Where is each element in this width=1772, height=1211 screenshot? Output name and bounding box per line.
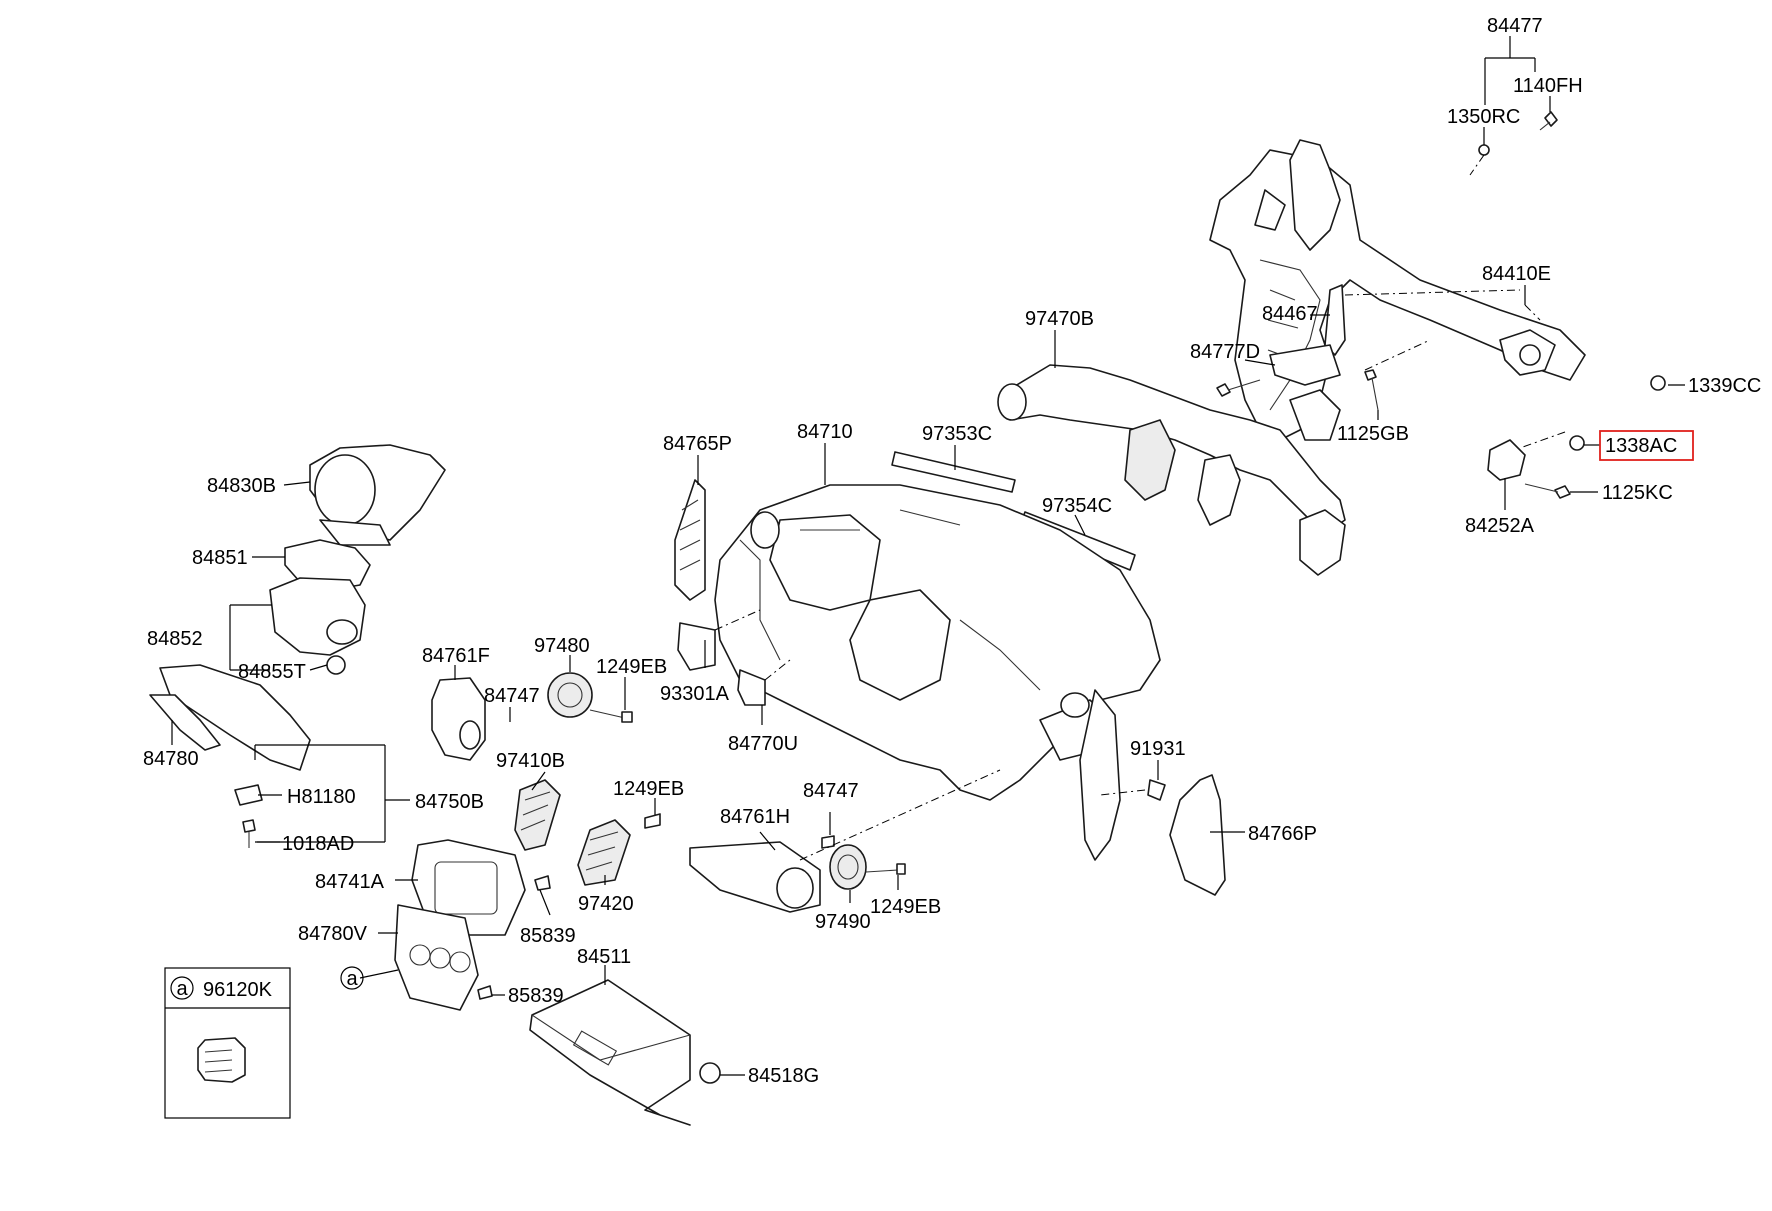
label-84830b: 84830B	[207, 475, 276, 497]
switch-bracket-drawing	[677, 622, 716, 671]
lower-panel-drawing	[149, 664, 311, 771]
callout-a: a	[340, 966, 364, 990]
label-97410b: 97410B	[496, 750, 565, 772]
label-84852: 84852	[147, 628, 203, 650]
air-duct-drawing	[997, 364, 1346, 576]
cluster-housing-drawing	[309, 444, 446, 546]
label-1249eb-b: 1249EB	[613, 778, 684, 800]
label-84765p: 84765P	[663, 433, 732, 455]
highlight-box	[1599, 430, 1694, 461]
label-84770u: 84770U	[728, 733, 798, 755]
label-84851: 84851	[192, 547, 248, 569]
label-1018ad: 1018AD	[282, 833, 354, 855]
label-84467: 84467	[1262, 303, 1318, 325]
label-93301a: 93301A	[660, 683, 730, 705]
heater-panel-drawing	[394, 904, 479, 1011]
label-84750b: 84750B	[415, 791, 484, 813]
label-84747-a: 84747	[484, 685, 540, 707]
vent-97410b-drawing	[514, 779, 561, 851]
label-84761f: 84761F	[422, 645, 490, 667]
label-97480: 97480	[534, 635, 590, 657]
label-84477: 84477	[1487, 15, 1543, 37]
label-1350rc: 1350RC	[1447, 106, 1520, 128]
inset-box: a 96120K	[164, 967, 291, 1119]
side-cover-84765p-drawing	[674, 479, 706, 601]
label-97353c: 97353C	[922, 423, 992, 445]
glove-box-drawing	[529, 979, 721, 1126]
knee-cover-84761f-drawing	[431, 677, 486, 761]
ring-84855t-drawing	[326, 655, 346, 675]
cover-84770u-drawing	[737, 669, 766, 706]
label-84710: 84710	[797, 421, 853, 443]
part-labels: 84477 1140FH 1350RC 84410E 84467 97470B …	[143, 15, 1761, 1087]
leader-lines	[171, 36, 1685, 1076]
label-84761h: 84761H	[720, 806, 790, 828]
inset-letter: a	[176, 978, 188, 1000]
label-84780: 84780	[143, 748, 199, 770]
label-97354c: 97354C	[1042, 495, 1112, 517]
vent-97490-drawing	[821, 835, 906, 890]
label-84777d: 84777D	[1190, 341, 1260, 363]
inset-part-label: 96120K	[203, 979, 273, 1001]
label-84855t: 84855T	[238, 661, 306, 683]
clips-85839-drawing	[477, 875, 551, 1000]
label-84741a: 84741A	[315, 871, 385, 893]
label-1339cc: 1339CC	[1688, 375, 1761, 397]
label-85839-a: 85839	[520, 925, 576, 947]
label-84518g: 84518G	[748, 1065, 819, 1087]
label-1125gb: 1125GB	[1337, 423, 1409, 445]
bracket-84252a-drawing	[1487, 439, 1526, 481]
label-1140fh: 1140FH	[1513, 75, 1583, 97]
shroud-lower-drawing	[269, 577, 366, 656]
label-97490: 97490	[815, 911, 871, 933]
center-fascia-drawing	[411, 839, 526, 936]
label-1338ac: 1338AC	[1605, 435, 1677, 457]
label-85839-b: 85839	[508, 985, 564, 1007]
label-97420: 97420	[578, 893, 634, 915]
label-84410e: 84410E	[1482, 263, 1551, 285]
label-84511: 84511	[577, 946, 631, 968]
callout-a-letter: a	[346, 968, 358, 990]
label-91931: 91931	[1130, 738, 1186, 760]
label-84780v: 84780V	[298, 923, 368, 945]
pillar-trim-drawing	[1147, 774, 1226, 896]
label-84766p: 84766P	[1248, 823, 1317, 845]
label-1125kc: 1125KC	[1602, 482, 1673, 504]
bracket-84467-drawing	[1269, 284, 1346, 386]
vent-97420-drawing	[577, 813, 661, 886]
cowl-cross-bar-drawing	[1209, 139, 1586, 441]
label-1249eb-a: 1249EB	[596, 656, 667, 678]
garnish-84761h-drawing	[689, 841, 821, 913]
label-84252a: 84252A	[1465, 515, 1535, 537]
label-1249eb-c: 1249EB	[870, 896, 941, 918]
label-84747-b: 84747	[803, 780, 859, 802]
label-97470b: 97470B	[1025, 308, 1094, 330]
label-h81180: H81180	[287, 786, 356, 808]
crash-pad-drawing	[714, 484, 1161, 861]
vent-97480-drawing	[547, 672, 633, 723]
clip-bolt-drawing	[234, 784, 263, 848]
